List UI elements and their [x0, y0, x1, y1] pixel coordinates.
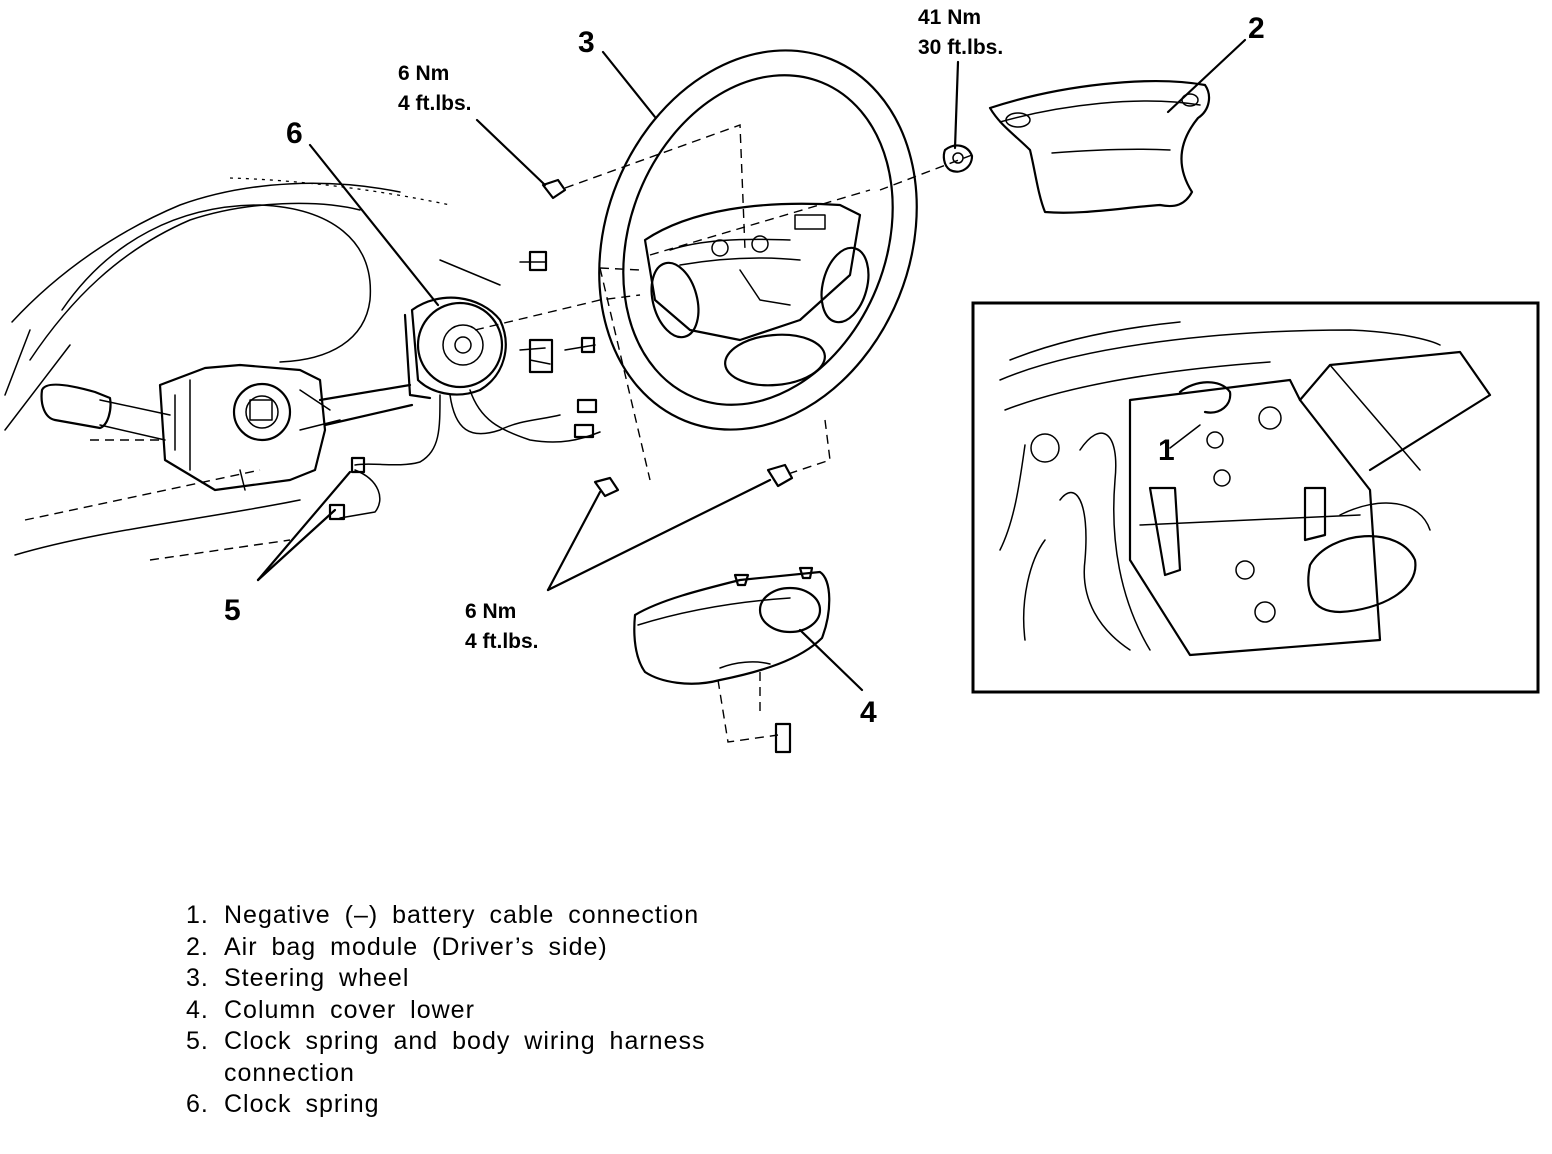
legend-item: 1. Negative (–) battery cable connection [186, 900, 746, 932]
legend-text: Clock spring and body wiring harness con… [224, 1027, 706, 1087]
torque-top-left-ftlbs: 4 ft.lbs. [398, 92, 472, 115]
legend-item: 3. Steering wheel [186, 963, 746, 995]
steering-wheel [564, 49, 918, 481]
legend-text: Air bag module (Driver’s side) [224, 932, 608, 961]
legend-item: 6. Clock spring [186, 1089, 746, 1121]
legend-number: 6. [186, 1090, 209, 1118]
callout-2: 2 [1248, 12, 1265, 45]
steering-column [40, 363, 414, 492]
legend-text: Negative (–) battery cable connection [224, 901, 700, 929]
legend-text: Clock spring [224, 1090, 380, 1118]
airbag-module [988, 80, 1211, 214]
legend-number: 3. [186, 964, 209, 992]
dashboard-outline [4, 177, 451, 561]
torque-top-left-nm: 6 Nm [398, 62, 449, 85]
legend-item: 2. Air bag module (Driver’s side) [186, 932, 746, 964]
torque-top-right-nm: 41 Nm [918, 6, 981, 29]
torque-top-right-ftlbs: 30 ft.lbs. [918, 36, 1003, 59]
parts-legend: 1. Negative (–) battery cable connection… [186, 900, 746, 1121]
legend-text: Column cover lower [224, 995, 475, 1024]
battery-inset [971, 301, 1540, 694]
callout-1: 1 [1158, 434, 1175, 467]
legend-item: 4. Column cover lower [186, 995, 746, 1027]
bolts [541, 144, 974, 754]
callout-3: 3 [578, 26, 595, 59]
torque-bottom-ftlbs: 4 ft.lbs. [465, 630, 539, 653]
legend-item: 5. Clock spring and body wiring harness … [186, 1026, 746, 1089]
callout-5: 5 [224, 594, 241, 627]
legend-text: Steering wheel [224, 964, 410, 992]
legend-number: 5. [186, 1027, 209, 1055]
legend-number: 2. [186, 932, 209, 961]
callout-4: 4 [860, 696, 877, 729]
callout-6: 6 [286, 117, 303, 150]
legend-number: 1. [186, 901, 209, 929]
column-cover-lower [633, 566, 831, 743]
legend-number: 4. [186, 995, 209, 1024]
leader-lines [256, 38, 1247, 692]
clock-spring [328, 250, 641, 521]
torque-bottom-nm: 6 Nm [465, 600, 516, 623]
